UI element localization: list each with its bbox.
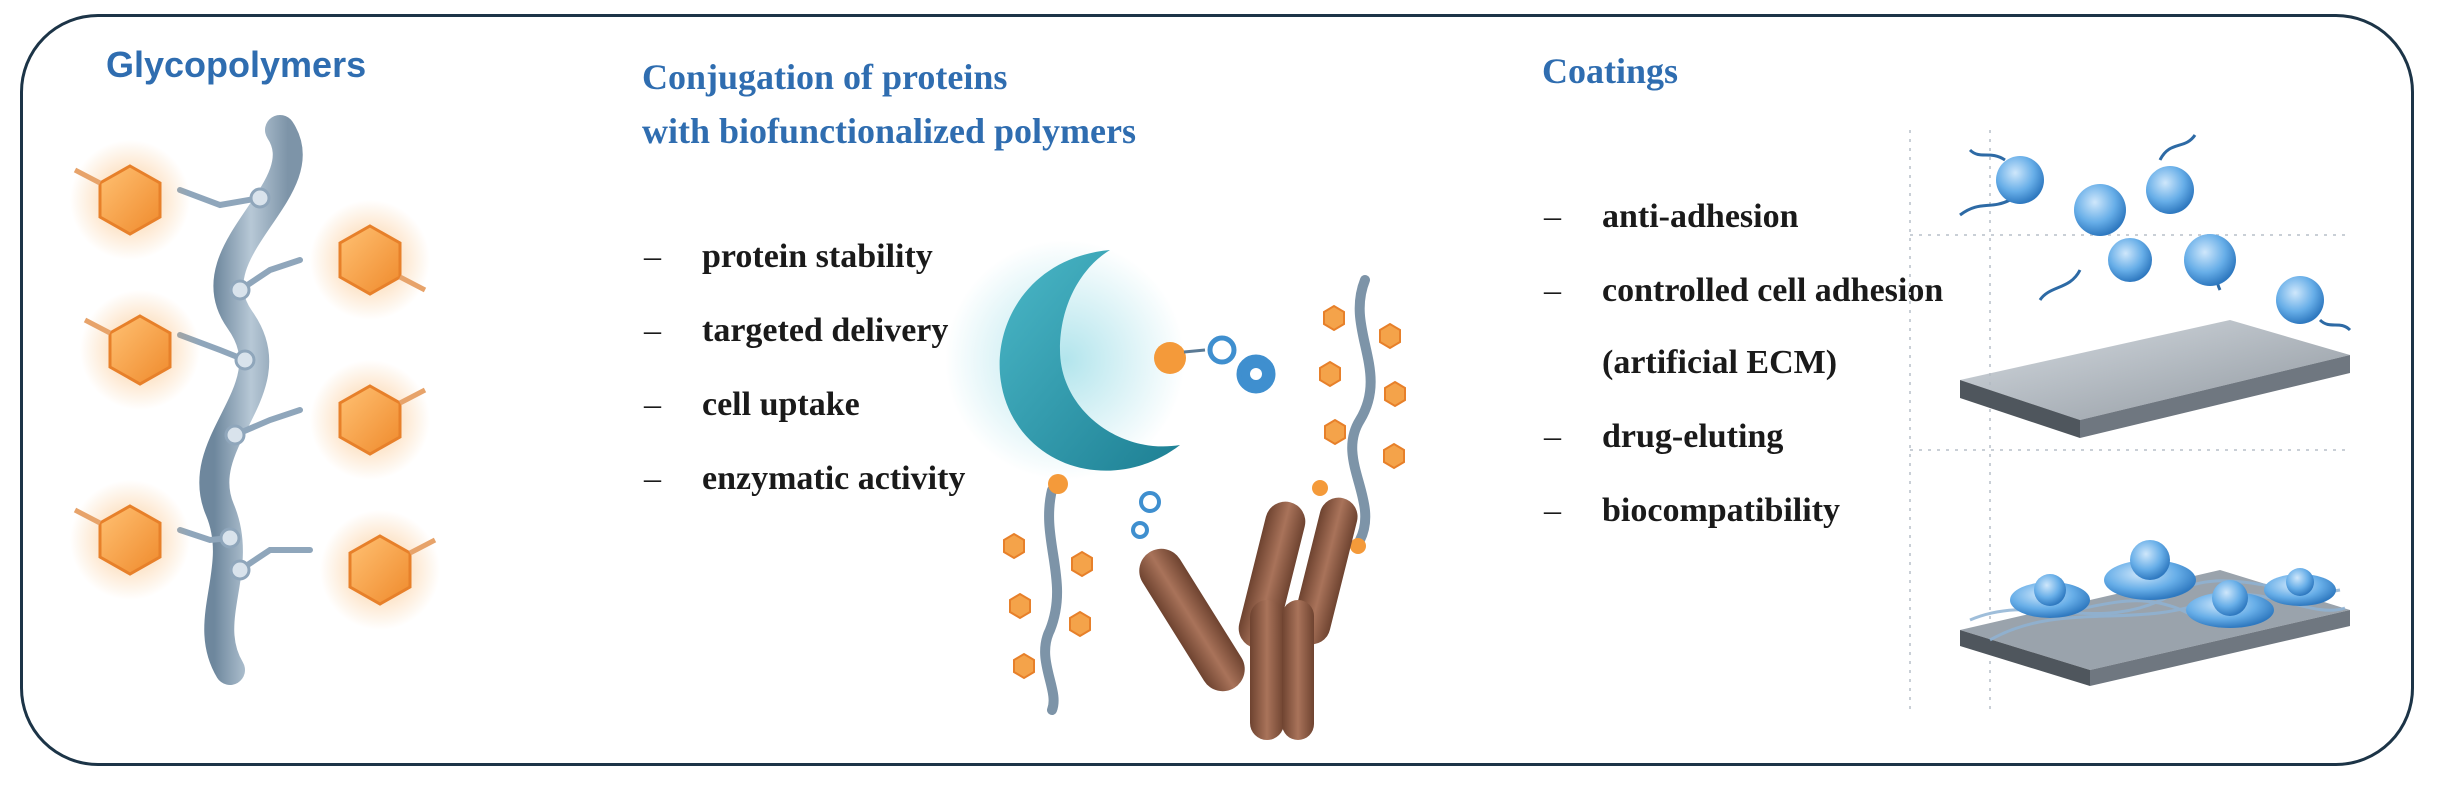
conjugation-title-line2: with biofunctionalized polymers xyxy=(642,111,1137,151)
list-item: –enzymatic activity xyxy=(644,460,966,497)
list-item: (artificial ECM) xyxy=(1602,344,1838,381)
coatings-title: Coatings xyxy=(1542,51,1679,91)
glycopolymers-title: Glycopolymers xyxy=(106,44,367,85)
list-item: –cell uptake xyxy=(644,386,860,423)
coated-surface xyxy=(1960,320,2350,438)
cell xyxy=(1959,134,2352,332)
conjugation-list: –protein stability –targeted delivery –c… xyxy=(644,238,965,498)
list-item: –targeted delivery xyxy=(644,312,949,349)
list-item: –controlled cell adhesion xyxy=(1544,272,1944,309)
conjugation-title-line1: Conjugation of proteins xyxy=(642,57,1008,97)
sugar-hexagons xyxy=(70,140,440,630)
antibody xyxy=(1139,497,1358,740)
polymer-backbone xyxy=(199,115,303,685)
coatings-list: –anti-adhesion –controlled cell adhesion… xyxy=(1544,198,1943,530)
gear-icon xyxy=(1207,335,1276,394)
list-item: –drug-eluting xyxy=(1544,418,1784,455)
panel-frame xyxy=(20,14,2414,766)
protein-crescent xyxy=(945,240,1185,480)
list-item: –biocompatibility xyxy=(1544,492,1841,529)
list-item: –protein stability xyxy=(644,238,933,275)
coatings-illustration xyxy=(1909,130,2352,710)
list-item: –anti-adhesion xyxy=(1544,198,1799,235)
conjugation-illustration xyxy=(945,240,1406,740)
glycopolymer-illustration xyxy=(70,115,440,685)
